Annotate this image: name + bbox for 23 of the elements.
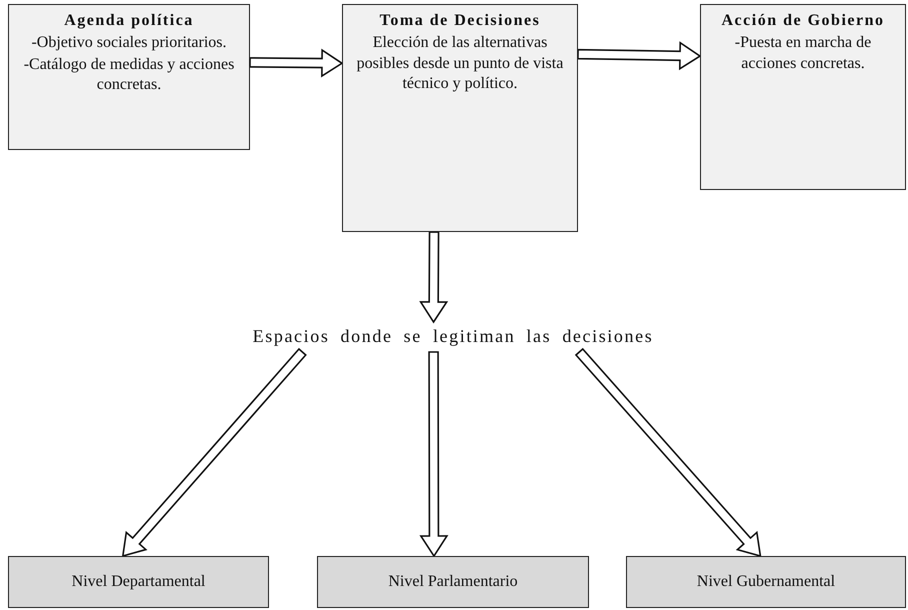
box-text: -Catálogo de medidas y acciones concretas. bbox=[22, 54, 236, 96]
level-box bbox=[626, 556, 906, 608]
level-label: Nivel Parlamentario bbox=[388, 572, 518, 592]
process-box bbox=[342, 4, 578, 232]
double-arrow bbox=[419, 231, 448, 324]
double-arrow bbox=[122, 348, 307, 558]
box-text: -Puesta en marcha de acciones concretas. bbox=[734, 32, 872, 74]
process-box bbox=[700, 4, 906, 190]
level-label: Nivel Departamental bbox=[72, 572, 206, 592]
process-box bbox=[8, 4, 250, 150]
level-label: Nivel Gubernamental bbox=[696, 572, 836, 592]
level-box bbox=[317, 556, 589, 608]
double-arrow bbox=[249, 48, 344, 78]
box-title: Acción de Gobierno bbox=[722, 11, 884, 31]
double-arrow bbox=[574, 348, 762, 558]
box-title: Agenda política bbox=[64, 11, 194, 31]
box-text: -Objetivo sociales prioritarios. bbox=[31, 32, 227, 53]
double-arrow bbox=[419, 351, 448, 558]
box-text: Elección de las alternativas posibles desde un punto de vista técnico y político. bbox=[356, 32, 564, 94]
box-title: Toma de Decisiones bbox=[380, 11, 540, 31]
level-box bbox=[8, 556, 269, 608]
heading-text: Espacios donde se legitiman las decisiones bbox=[252, 325, 654, 348]
double-arrow bbox=[577, 41, 702, 70]
